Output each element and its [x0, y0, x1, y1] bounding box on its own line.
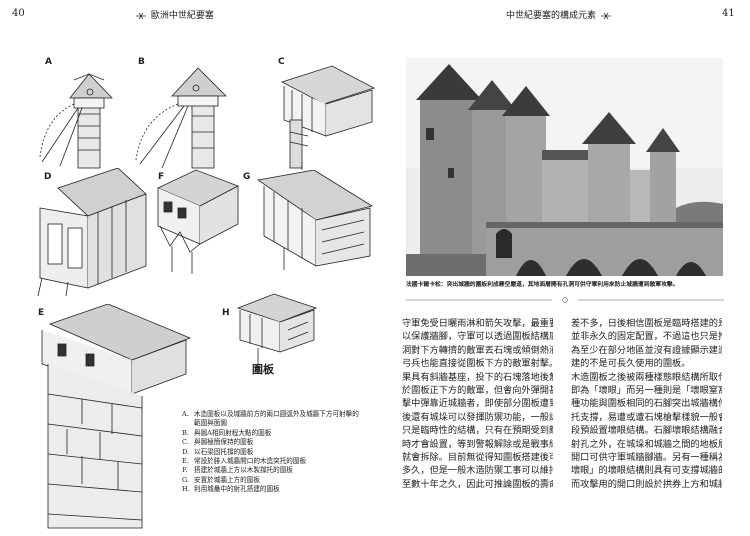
left-running-title: 歐洲中世紀要塞 — [134, 8, 214, 21]
body-line: 多久，但是一般木造防禦工事可以維持數年甚 — [402, 465, 553, 477]
divider-ornament — [406, 297, 724, 303]
body-line: 托支撐，易遭或遭石塊槍擊樣貌一般會整段或有一長 — [571, 411, 722, 423]
body-line: 弓兵也能直接從圍板下方的敵軍射擊。城牆如 — [402, 358, 553, 370]
legend-item: F. 搭建於城牆上方以木製撐托的圍板 — [182, 466, 372, 475]
body-column-2: 差不多，日後相信圍板是臨時搭建的是考量其 並非永久的固定配置，不過這也只是推論，… — [571, 317, 722, 491]
legend-item: H. 利用城壘中的射孔搭建的圍板 — [182, 485, 372, 494]
figure-label-b: B — [138, 57, 145, 67]
body-line: 壞眼」的壞眼結構則具有可支撐城牆的拱券， — [571, 465, 722, 477]
right-running-title: 中世紀要塞的構成元素 — [506, 8, 613, 21]
legend-text: 常設於腓入城牆開口的木造突托的圍板 — [194, 457, 307, 466]
legend-letter: E. — [182, 457, 189, 466]
legend-title: 圍板 — [252, 363, 274, 376]
legend-item: E. 常設於腓入城牆開口的木造突托的圍板 — [182, 457, 372, 466]
legend-text: 與圖極簡保持的圍板 — [194, 438, 254, 447]
body-line: 種功能與圍板相同的石腳突出城牆構件利用石造突 — [571, 398, 722, 410]
legend-letter: G. — [182, 475, 190, 484]
legend-text: 木造圍板以及城牆前方的兩口圓弧外及城牆下方可射擊的 — [194, 410, 359, 418]
body-line: 並非永久的固定配置，不過這也只是推論，因 — [571, 331, 722, 343]
hoarding-drawing-e — [41, 304, 192, 529]
hoarding-drawing-a — [39, 73, 113, 169]
body-line: 為至少在部分地區並沒有證據顯示建造者想搭 — [571, 344, 722, 356]
body-line: 建的不是可長久使用的圍板。 — [571, 358, 691, 370]
castle-photo — [406, 58, 723, 276]
left-running-title-text: 歐洲中世紀要塞 — [150, 11, 214, 21]
legend-item: G. 安置於城牆上方的圍板 — [182, 476, 372, 485]
legend-text: 與圖A相同射程大點的圍板 — [194, 428, 272, 437]
figure-label-c: C — [278, 57, 285, 67]
figure-label-e: E — [38, 308, 45, 318]
body-line: 守軍免受日曬雨淋和箭矢攻擊，最重要的是可 — [402, 318, 553, 329]
hoarding-drawing-c — [280, 65, 376, 170]
body-line: 射孔之外，在城垛和城牆之間的地板層也具有 — [571, 438, 722, 450]
body-line: 即為「壞眼」而另一種則是「壞眼窒窩」，這 — [571, 385, 722, 397]
legend-item: D. 以石梁固托撐的圍板 — [182, 448, 372, 457]
body-line: 洞對下方轉擠的敵軍丟石塊或傾倒熱液攻擊， — [402, 344, 553, 356]
body-line: 果具有斜牆基座，投下的石塊落地後無法瞬中位 — [402, 371, 553, 383]
figure-label-g: G — [243, 172, 251, 182]
hoarding-drawing-h — [236, 293, 318, 364]
body-line: 段預設置壞眼結構。石腳壞眼結構融合「城垛和 — [571, 425, 722, 437]
figure-label-f: F — [158, 172, 165, 182]
legend-list: A. 木造圍板以及城牆前方的兩口圓弧外及城牆下方可射擊的範圍與面圖 B. 與圖A相同… — [182, 410, 372, 495]
body-line: 於圍板正下方的敵軍，但會向外彈開甚至是以 — [402, 385, 553, 397]
ornament-icon — [136, 12, 146, 19]
body-line: 時才會設置，等到警報解除或是戰事結束通常 — [402, 438, 553, 450]
hoarding-drawing-f — [157, 169, 239, 274]
figure-label-h: H — [222, 308, 230, 318]
photo-caption: 法國卡爾卡松：突出城牆的圍板利成懸空嚴道，其地面層開有孔洞可供守軍利用來防止城牆… — [406, 282, 679, 288]
body-line: 至數十年之久，因此可推論圍板的壽命應該相 — [402, 478, 553, 490]
legend-text: 以石梁固托撐的圍板 — [194, 447, 254, 456]
ornament-icon — [600, 12, 611, 19]
body-line: 擊中彈靠近城牆者，即使部分圍板遭到摧毀，其 — [402, 398, 553, 410]
legend-letter: A. — [182, 410, 189, 418]
legend-text: 範圍與面圖 — [194, 419, 227, 428]
body-line: 差不多，日後相信圍板是臨時搭建的是考量其 — [571, 318, 722, 329]
body-line: 就會拆除。目前無從得知圍板搭建後可以使用 — [402, 452, 553, 464]
legend-text: 利用城壘中的射孔搭建的圍板 — [194, 485, 280, 494]
hoarding-drawing-d — [37, 168, 147, 297]
left-page-number: 40 — [12, 8, 25, 19]
body-line: 以保護牆腳，守軍可以透過圍板結構底部的孔 — [402, 331, 553, 343]
figure-label-a: A — [45, 57, 52, 67]
body-line: 而攻擊用的開口則設於拱券上方和城牆之間。 — [571, 478, 722, 490]
body-line: 開口可供守軍城牆腳牆。另有一種稱為「拱上 — [571, 452, 722, 464]
figure-label-d: D — [44, 172, 52, 182]
legend-text: 搭建於城牆上方以木製撐托的圍板 — [194, 466, 293, 475]
legend-letter: F. — [182, 466, 188, 475]
right-page-number: 41 — [722, 8, 735, 19]
body-line: 只是臨時性的結構，只有在預期受到敵軍威脅 — [402, 425, 553, 437]
body-line: 後還有城垛可以發揮防禦功能，一般認為圍板 — [402, 411, 553, 423]
legend-letter: H. — [182, 485, 190, 494]
legend-text: 安置於城牆上方的圍板 — [194, 475, 260, 484]
legend-item: B. 與圖A相同射程大點的圍板 — [182, 429, 372, 438]
body-line: 木造圍板之後被兩種樣態眼結構所取代，一種 — [571, 371, 722, 383]
body-column-1: 守軍免受日曬雨淋和箭矢攻擊，最重要的是可 以保護牆腳，守軍可以透過圍板結構底部的… — [402, 317, 553, 491]
hoarding-drawing-g — [256, 170, 374, 270]
legend-letter: D. — [182, 447, 190, 456]
legend-letter: C. — [182, 438, 189, 447]
legend-item: A. 木造圍板以及城牆前方的兩口圓弧外及城牆下方可射擊的範圍與面圖 — [182, 410, 372, 429]
legend-letter: B. — [182, 428, 189, 437]
hoarding-drawing-b — [135, 67, 227, 169]
right-running-title-text: 中世紀要塞的構成元素 — [506, 11, 597, 21]
legend-item: C. 與圖極簡保持的圍板 — [182, 438, 372, 447]
